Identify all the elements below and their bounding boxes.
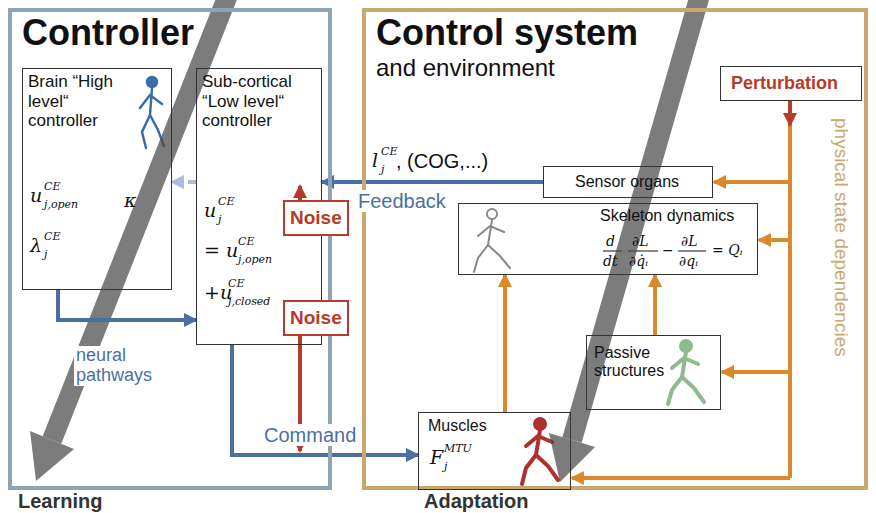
node-text: − (662, 242, 674, 258)
node-text: j (44, 249, 47, 262)
muscle-figure (522, 419, 558, 484)
node-text: +u (204, 282, 232, 304)
passive-figure (668, 341, 704, 404)
node-text: Muscles (428, 417, 487, 435)
node-text: dt (603, 253, 618, 269)
node-text: MTU (444, 443, 472, 456)
node-text: Brain “High level“ controller (28, 72, 128, 131)
label-text: Learning (18, 490, 102, 513)
node-text: j,closed (228, 296, 270, 309)
node-text: j (444, 461, 447, 474)
label-text: j (381, 164, 384, 177)
red-arrows (300, 101, 790, 451)
label-text: l (372, 150, 378, 172)
node-text: CE (228, 278, 244, 291)
node-text: Sub-cortical “Low level“ controller (202, 72, 317, 131)
node-text: Noise (290, 207, 342, 229)
node-text: Perturbation (731, 73, 838, 94)
node-text: Control system (376, 12, 638, 53)
edge-label: Feedback (356, 190, 448, 212)
node-text: j,open (44, 199, 78, 212)
controller-panel: ControllerBrain “High level“ controller u… (8, 8, 332, 490)
node-text: CE (44, 181, 60, 194)
connector (58, 290, 196, 320)
connector (232, 345, 418, 455)
node-text: = u (204, 240, 238, 262)
muscles-box: MusclesFMTU j (418, 412, 571, 490)
node-text: CE (44, 231, 60, 244)
label-text: CE (381, 146, 397, 159)
node-text: F (430, 447, 443, 469)
node-text: CE (238, 236, 254, 249)
edge-label: neural pathways (74, 346, 188, 386)
connector (322, 180, 543, 184)
connector (653, 275, 657, 335)
label-text: , (COG,...) (396, 150, 488, 173)
node-text: Sensor organs (575, 173, 679, 191)
skeleton-figure (474, 209, 510, 272)
node-text: κ (124, 190, 136, 212)
node-text: Passive structures (594, 344, 672, 381)
node-text: = Qᵢ (712, 242, 742, 258)
node-text: Noise (290, 307, 342, 329)
node-text: and environment (376, 54, 555, 82)
noise-box: Noise (283, 200, 349, 236)
node-text: Skeleton dynamics (600, 207, 734, 225)
passive-box: Passive structures (586, 335, 721, 410)
perturbation-box: Perturbation (720, 66, 862, 101)
noise-box: Noise (283, 300, 349, 336)
sensor-box: Sensor organs (543, 166, 713, 198)
node-text: CE (218, 196, 234, 209)
node-text: u (30, 185, 42, 207)
node-text: Controller (22, 12, 194, 53)
brain-box: Brain “High level“ controlleruCEj,openκλ… (22, 68, 172, 290)
node-text: ∂qᵢ (679, 253, 698, 269)
node-text: ∂L (632, 233, 649, 249)
node-text: u (204, 200, 216, 222)
node-text: j,open (238, 254, 272, 267)
connector (503, 275, 507, 412)
system-panel: Control systemand environmentPerturbatio… (362, 8, 868, 490)
skeleton-box: Skeleton dynamics d dt ∂L ∂q̇ᵢ−∂L ∂qᵢ = Qᵢ (458, 203, 758, 275)
label-text: Adaptation (424, 490, 528, 513)
brain-figure (140, 77, 164, 148)
node-text: j (218, 214, 221, 227)
node-text: ∂L (681, 233, 698, 249)
node-text: λ (30, 235, 42, 257)
label-text: physical state dependencies (830, 118, 852, 357)
node-text: d (606, 233, 615, 249)
edge-label: Command (262, 424, 358, 446)
node-text: ∂q̇ᵢ (629, 253, 648, 269)
connector (172, 180, 196, 184)
